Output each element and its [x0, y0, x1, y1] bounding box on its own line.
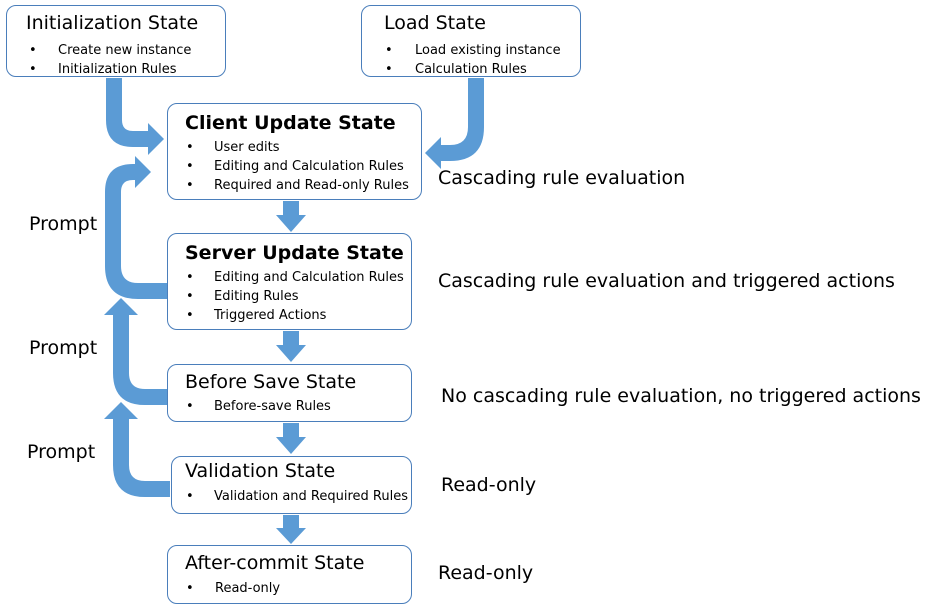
arrow-server-to-beforesave	[276, 331, 306, 362]
arrow-prompt-server-to-client	[105, 156, 168, 299]
server-update-state-title: Server Update State	[185, 242, 404, 264]
list-item: •Triggered Actions	[186, 308, 327, 323]
load-state-box: Load State •Load existing instance •Calc…	[361, 5, 581, 77]
before-save-note: No cascading rule evaluation, no trigger…	[441, 385, 921, 407]
load-state-items: •Load existing instance •Calculation Rul…	[362, 41, 580, 79]
list-item: •Read-only	[186, 581, 281, 596]
client-update-state-box: Client Update State •User edits •Editing…	[167, 103, 422, 200]
list-item: •Editing Rules	[186, 289, 299, 304]
list-item: •Calculation Rules	[385, 62, 527, 77]
list-item: •Initialization Rules	[29, 62, 177, 77]
initialization-state-box: Initialization State •Create new instanc…	[6, 5, 226, 77]
arrow-beforesave-to-validation	[276, 423, 306, 454]
server-update-state-box: Server Update State •Editing and Calcula…	[167, 233, 412, 330]
arrow-prompt-validation-to-beforesave	[104, 402, 170, 497]
list-item: •User edits	[186, 140, 280, 155]
load-state-title: Load State	[384, 12, 486, 34]
arrow-client-to-server	[276, 201, 306, 232]
list-item: •Editing and Calculation Rules	[186, 270, 404, 285]
arrow-init-to-client	[106, 78, 164, 155]
arrow-prompt-beforesave-to-server	[104, 298, 168, 405]
prompt-label-server-to-client: Prompt	[29, 213, 98, 235]
prompt-label-beforesave-to-server: Prompt	[29, 337, 98, 359]
validation-state-items: •Validation and Required Rules	[172, 487, 411, 506]
after-commit-note: Read-only	[438, 562, 534, 584]
arrow-validation-to-aftercommit	[276, 515, 306, 544]
list-item: •Load existing instance	[385, 43, 561, 58]
client-update-state-title: Client Update State	[185, 112, 396, 134]
server-update-note: Cascading rule evaluation and triggered …	[438, 270, 895, 292]
before-save-state-title: Before Save State	[185, 371, 357, 393]
before-save-state-items: •Before-save Rules	[168, 397, 411, 416]
before-save-state-box: Before Save State •Before-save Rules	[167, 364, 412, 422]
after-commit-state-items: •Read-only	[168, 579, 411, 598]
server-update-state-items: •Editing and Calculation Rules •Editing …	[168, 268, 411, 325]
validation-state-box: Validation State •Validation and Require…	[171, 456, 412, 514]
initialization-state-title: Initialization State	[26, 12, 199, 34]
arrow-load-to-client	[425, 78, 484, 169]
list-item: •Create new instance	[29, 43, 192, 58]
after-commit-state-title: After-commit State	[185, 552, 365, 574]
list-item: •Before-save Rules	[186, 399, 331, 414]
validation-state-title: Validation State	[185, 460, 336, 482]
list-item: •Validation and Required Rules	[186, 489, 408, 504]
prompt-label-validation-to-beforesave: Prompt	[27, 441, 96, 463]
client-update-state-items: •User edits •Editing and Calculation Rul…	[168, 138, 421, 195]
initialization-state-items: •Create new instance •Initialization Rul…	[7, 41, 225, 79]
list-item: •Required and Read-only Rules	[186, 178, 409, 193]
after-commit-state-box: After-commit State •Read-only	[167, 545, 412, 604]
list-item: •Editing and Calculation Rules	[186, 159, 404, 174]
validation-note: Read-only	[441, 474, 537, 496]
client-update-note: Cascading rule evaluation	[438, 167, 686, 189]
